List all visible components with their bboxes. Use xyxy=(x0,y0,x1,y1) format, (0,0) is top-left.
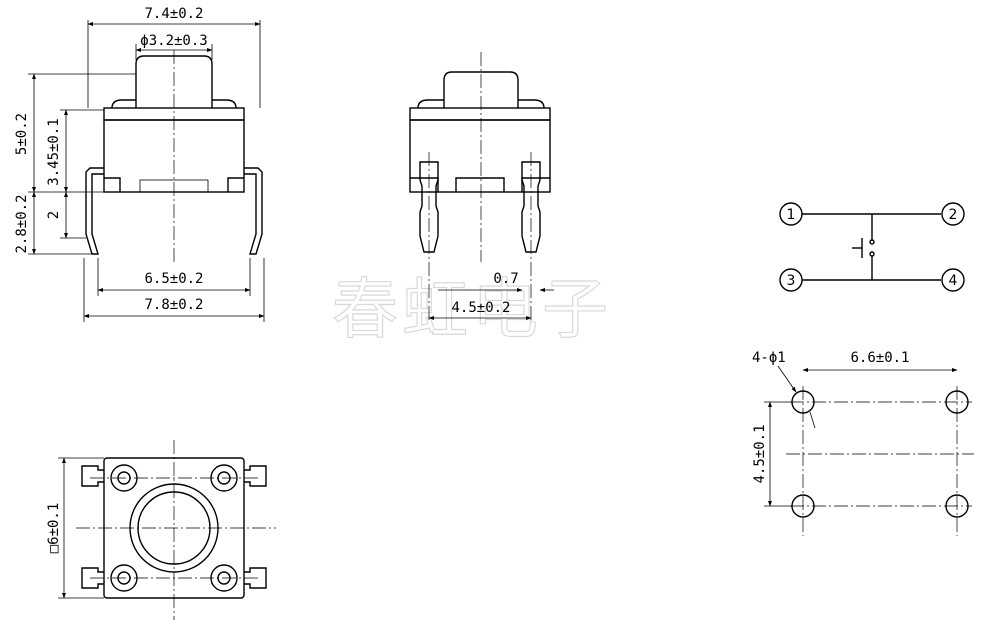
dim-pin-pitch: 6.5±0.2 xyxy=(144,271,203,287)
dim-overall-width: 7.8±0.2 xyxy=(144,297,203,313)
pin-1-label: 1 xyxy=(787,207,796,223)
schematic: 1 2 3 4 xyxy=(779,202,965,292)
pin-1-marker xyxy=(779,202,803,226)
pin-2-marker xyxy=(941,202,965,226)
dim-lead-length: 2.8±0.2 xyxy=(14,194,30,253)
dim-pin-spacing: 4.5±0.2 xyxy=(451,300,510,316)
dim-pcb-pitch-y: 4.5±0.1 xyxy=(752,424,768,483)
dim-lead-thickness: 0.7 xyxy=(493,271,518,287)
dim-cap-diameter: ϕ3.2±0.3 xyxy=(140,33,207,49)
pin-2-label: 2 xyxy=(949,207,958,223)
pin-3-marker xyxy=(779,268,803,292)
dim-body-height: 3.45±0.1 xyxy=(46,118,62,185)
dim-total-height: 5±0.2 xyxy=(14,113,30,155)
front-view: 7.4±0.2 ϕ3.2±0.3 5±0.2 3.45±0.1 2 2.8±0.… xyxy=(14,6,265,322)
dim-body-size: □6±0.1 xyxy=(46,503,62,554)
watermark-text: 春虹电子 xyxy=(332,271,612,348)
top-view: □6±0.1 xyxy=(46,440,276,620)
side-view: 0.7 4.5±0.2 xyxy=(409,52,554,322)
hole-spec: 4-ϕ1 xyxy=(752,350,786,366)
dim-pcb-pitch-x: 6.6±0.1 xyxy=(850,350,909,366)
pin-4-marker xyxy=(941,268,965,292)
pin-3-label: 3 xyxy=(787,273,796,289)
pin-4-label: 4 xyxy=(949,273,958,289)
pcb-layout: 6.6±0.1 4-ϕ1 4.5±0.1 xyxy=(752,350,974,536)
dim-standoff: 2 xyxy=(46,211,62,219)
dim-top-width: 7.4±0.2 xyxy=(144,6,203,22)
